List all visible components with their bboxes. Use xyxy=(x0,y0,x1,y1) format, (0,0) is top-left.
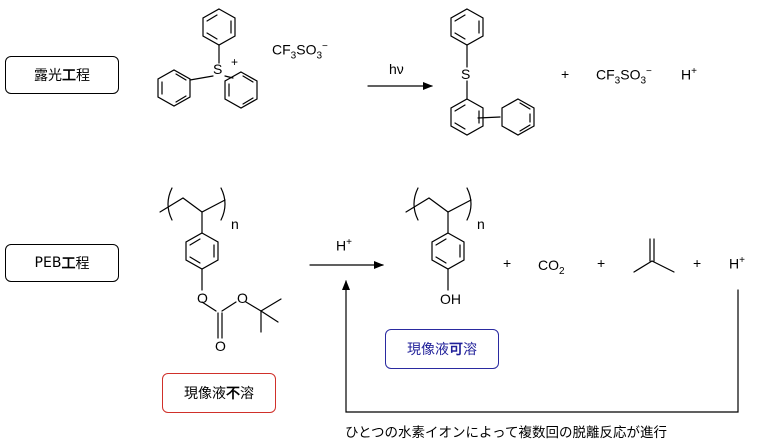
step-exposure-label-post: 程 xyxy=(76,68,90,84)
triflate-so: SO xyxy=(296,41,317,58)
catalyst-charge: + xyxy=(346,237,352,248)
product-ring-right xyxy=(501,98,535,136)
product-triflate-so: SO xyxy=(620,66,641,83)
triflate-sub2: 3 xyxy=(316,50,323,62)
boc-oxygen-2: O xyxy=(237,290,248,306)
sulfonium-ring-left xyxy=(157,69,191,107)
catalytic-cycle-arrow xyxy=(342,280,739,413)
triflate-sub1: 3 xyxy=(290,50,297,62)
triflate-charge: − xyxy=(322,41,328,52)
step-exposure-label-bold: 工 xyxy=(62,68,76,84)
proton-h: H xyxy=(681,66,692,83)
step-peb-label-bold: 工 xyxy=(61,256,76,272)
sulfonium-s-atom: S xyxy=(213,61,223,77)
light-label: hν xyxy=(389,61,404,77)
regenerated-proton: H+ xyxy=(729,256,745,271)
sulfonium-ring-right xyxy=(224,71,258,109)
product-ring-top xyxy=(450,8,484,46)
product-triflate-cf: CF xyxy=(596,66,615,83)
product-ring-left xyxy=(450,98,484,136)
boc-oxygen-1: O xyxy=(197,290,208,306)
insoluble-label-pre: 現像液 xyxy=(184,386,226,402)
carbon-dioxide: CO2 xyxy=(538,258,565,277)
sulfide-s-atom: S xyxy=(461,66,471,82)
product-triflate-charge: − xyxy=(646,66,652,77)
soluble-box: 現像液可溶 xyxy=(385,329,499,369)
catalyst-label: H+ xyxy=(336,238,352,253)
product-triflate-sub2: 3 xyxy=(640,75,647,87)
proton-charge: + xyxy=(691,66,697,77)
soluble-label-pre: 現像液 xyxy=(407,342,449,358)
sulfonium-charge: + xyxy=(231,55,239,69)
step-peb-label-pre: PEB xyxy=(34,255,62,271)
polymer-backbone-right xyxy=(405,187,472,234)
polymer-n-left: n xyxy=(231,216,239,232)
isobutylene xyxy=(633,238,675,273)
polymer-n-right: n xyxy=(477,216,485,232)
co2-base: CO xyxy=(538,257,559,273)
co2-sub: 2 xyxy=(559,265,565,277)
plus-sign: + xyxy=(693,255,702,271)
phenol-oh: OH xyxy=(440,291,461,307)
step-exposure-label-pre: 露光 xyxy=(34,68,62,84)
triflate-cf: CF xyxy=(272,41,291,58)
step-exposure-box: 露光工程 xyxy=(5,56,119,94)
insoluble-label-bold: 不 xyxy=(226,386,240,402)
boc-oxygen-3: O xyxy=(215,338,226,354)
polymer-backbone-left xyxy=(159,187,226,234)
product-triflate: CF3SO3− xyxy=(596,67,652,86)
polymer-ring-right xyxy=(431,232,465,270)
step-peb-label-post: 程 xyxy=(75,256,90,272)
cycle-note: ひとつの水素イオンによって複数回の脱離反応が進行 xyxy=(345,425,667,441)
product-proton: H+ xyxy=(681,67,697,82)
regen-proton-h: H xyxy=(729,255,740,272)
plus-sign: + xyxy=(503,255,512,271)
regen-proton-charge: + xyxy=(739,255,745,266)
soluble-label-post: 溶 xyxy=(463,342,477,358)
insoluble-box: 現像液不溶 xyxy=(162,373,276,413)
polymer-ring-left xyxy=(185,232,219,270)
plus-sign: + xyxy=(561,66,570,82)
boc-bonds xyxy=(201,301,217,312)
catalyst-h: H xyxy=(336,237,347,254)
product-triflate-sub1: 3 xyxy=(614,75,621,87)
sulfonium-ring-top xyxy=(202,8,236,46)
insoluble-label-post: 溶 xyxy=(240,386,254,402)
soluble-label-bold: 可 xyxy=(449,342,463,358)
substituent-bond xyxy=(477,116,501,119)
reactant-triflate: CF3SO3− xyxy=(272,42,328,61)
plus-sign: + xyxy=(597,255,606,271)
